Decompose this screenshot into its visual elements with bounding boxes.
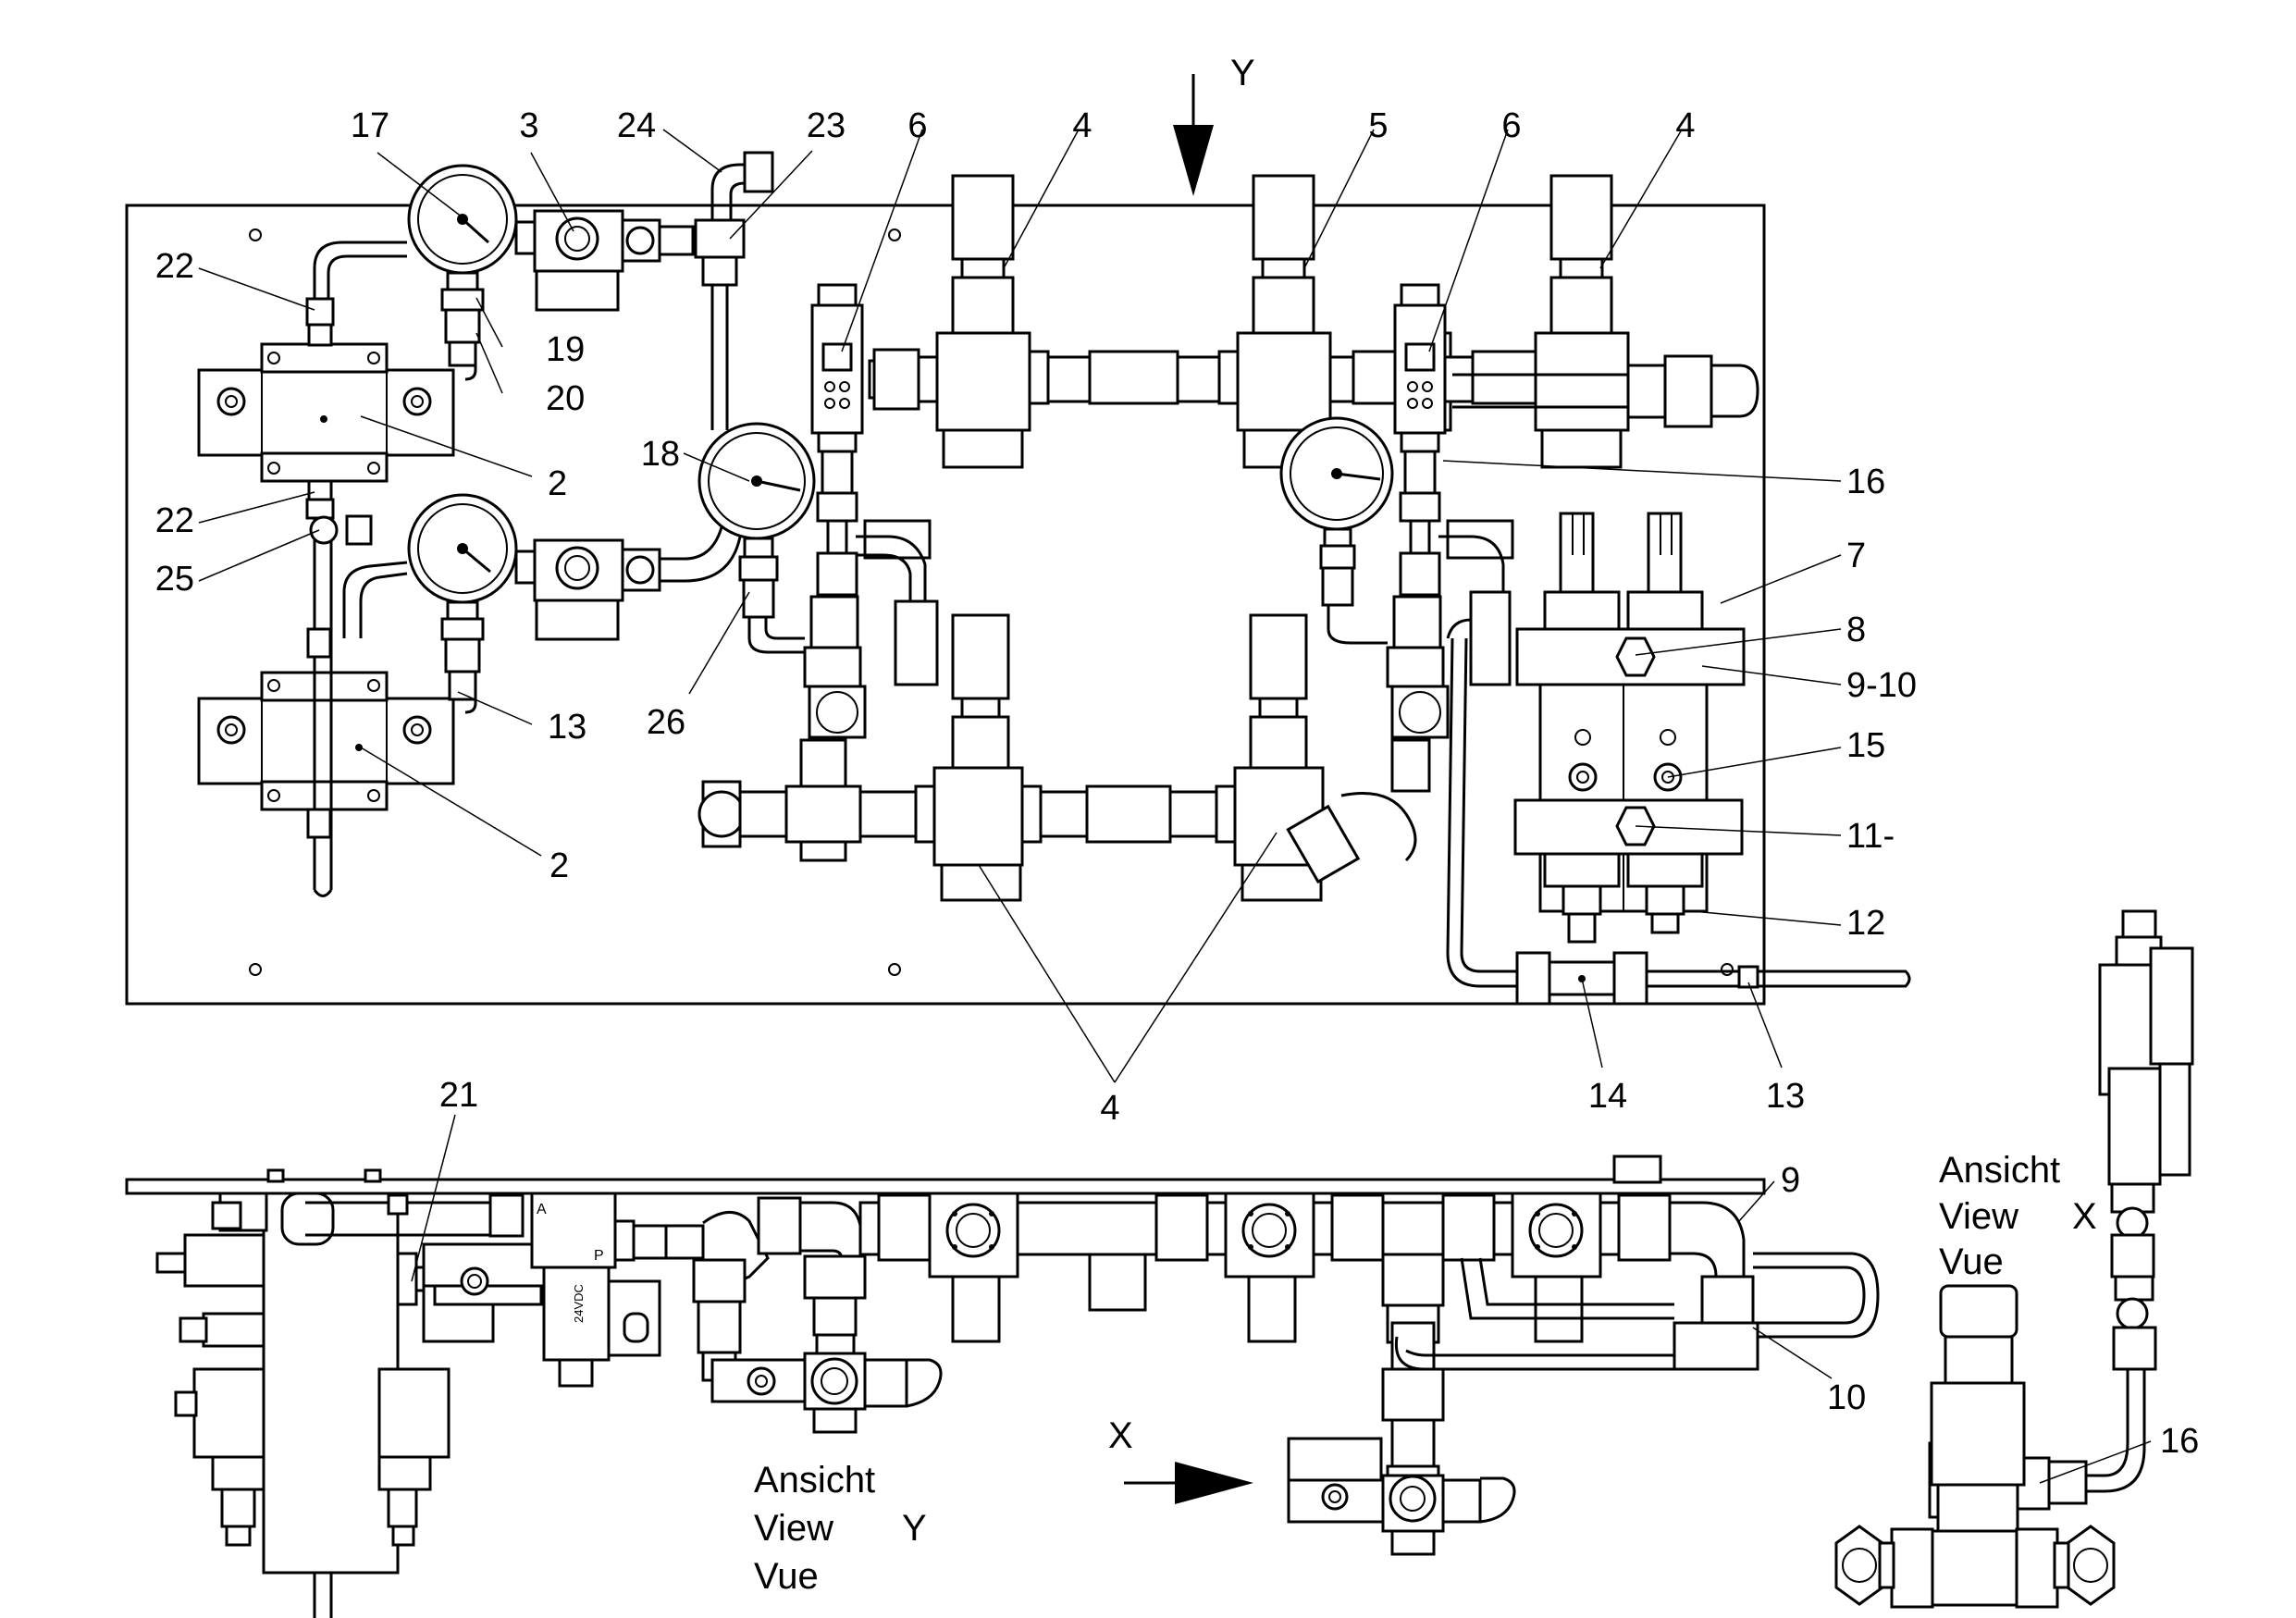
callout-17: 17 <box>351 106 389 145</box>
mounting-panel <box>125 204 1766 1006</box>
view-y-line1: Ansicht <box>754 1460 875 1501</box>
arrow-y-label: Y <box>1230 53 1255 93</box>
view-arrow-x: X <box>1108 1415 1253 1504</box>
top-manifold-row <box>868 174 1452 469</box>
callout-2-lower: 2 <box>549 846 569 885</box>
callout-11: 11- <box>1846 817 1895 856</box>
callout-labels: 17 3 24 23 6 4 5 6 4 22 19 20 2 22 25 18… <box>155 106 2200 1461</box>
callout-5: 5 <box>1368 106 1388 145</box>
view-arrow-y: Y <box>1173 53 1255 196</box>
valve-3-upper <box>514 209 695 312</box>
view-x-letter: X <box>2072 1196 2097 1237</box>
view-y-line3: Vue <box>754 1556 819 1597</box>
callout-4-bottom: 4 <box>1100 1089 1119 1128</box>
port-a-label: A <box>537 1202 547 1217</box>
pressure-regulator-upper <box>197 342 455 483</box>
coil-voltage-label: 24VDC <box>572 1284 586 1323</box>
elbow-24-tee-23 <box>694 151 774 430</box>
callout-15: 15 <box>1846 726 1885 765</box>
side-view-y: A P 24VDC <box>125 1155 1880 1618</box>
arrow-x-label: X <box>1108 1415 1133 1456</box>
distributor-block <box>1446 512 1911 1006</box>
callout-7: 7 <box>1846 537 1866 575</box>
callout-18: 18 <box>641 435 680 474</box>
callout-13-left: 13 <box>548 708 586 747</box>
callout-26: 26 <box>647 703 685 742</box>
pressure-gauge-18 <box>697 422 816 654</box>
view-x-caption: Ansicht View X Vue <box>1939 1150 2097 1282</box>
detail-view-x <box>1834 909 2194 1609</box>
view-x-line3: Vue <box>1939 1241 2004 1282</box>
view-x-line2: View <box>1939 1196 2018 1237</box>
mounting-holes <box>249 228 1734 976</box>
valve-3-lower <box>514 503 747 641</box>
callout-22-lower: 22 <box>155 501 194 540</box>
callout-20: 20 <box>546 379 585 418</box>
callout-8: 8 <box>1846 611 1866 649</box>
callout-25: 25 <box>155 560 194 599</box>
callout-6-right: 6 <box>1501 106 1521 145</box>
leader-lines <box>198 129 2152 1484</box>
callout-2-upper: 2 <box>548 464 567 503</box>
pressure-regulator-lower <box>197 671 455 811</box>
callout-19: 19 <box>546 330 585 369</box>
pressure-gauge-17 <box>407 164 518 381</box>
port-p-label: P <box>594 1248 604 1264</box>
callout-21: 21 <box>439 1076 478 1115</box>
view-y-letter: Y <box>902 1508 927 1549</box>
callout-4-top-left: 4 <box>1072 106 1092 145</box>
pressure-switch-6-left <box>803 283 939 739</box>
callout-24: 24 <box>617 106 656 145</box>
callout-10: 10 <box>1827 1378 1866 1417</box>
callout-4-top-right: 4 <box>1675 106 1695 145</box>
callout-16-top: 16 <box>1846 463 1885 501</box>
callout-12: 12 <box>1846 904 1885 943</box>
callout-14: 14 <box>1588 1077 1627 1116</box>
callout-9: 9 <box>1781 1161 1800 1200</box>
callout-9-10: 9-10 <box>1846 666 1917 705</box>
callout-16-view-x: 16 <box>2160 1422 2199 1461</box>
left-piping <box>305 241 408 897</box>
callout-22-upper: 22 <box>155 247 194 286</box>
callout-6-left: 6 <box>907 106 927 145</box>
front-view: Y <box>125 53 1911 1006</box>
view-y-line2: View <box>754 1508 833 1549</box>
callout-23: 23 <box>807 106 846 145</box>
pressure-switch-6-right <box>1386 283 1514 739</box>
view-x-line1: Ansicht <box>1939 1150 2060 1191</box>
callout-13-right: 13 <box>1766 1077 1805 1116</box>
bottom-manifold-row <box>697 613 1431 902</box>
callout-3: 3 <box>519 106 538 145</box>
valve-4-top-right <box>1443 174 1759 469</box>
view-y-caption: Ansicht View Y Vue <box>754 1460 927 1597</box>
pressure-gauge-lower-left <box>407 493 518 714</box>
pressure-gauge-right <box>1279 416 1394 645</box>
